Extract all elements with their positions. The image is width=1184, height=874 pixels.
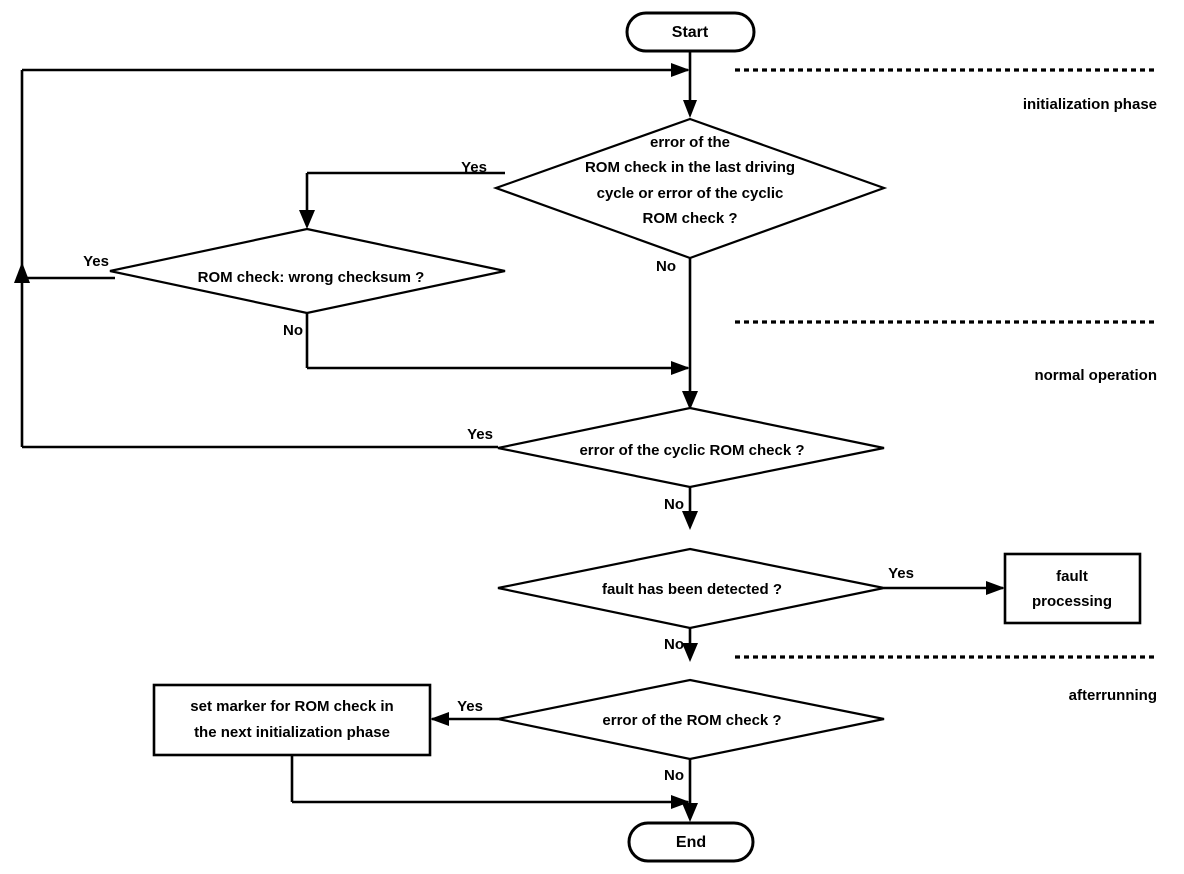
decision-4-yes-label: Yes — [888, 565, 914, 582]
decision-2-line-1: ROM check: wrong checksum ? — [198, 269, 425, 286]
arrowhead-feedback-into-spine — [671, 63, 690, 77]
decision-2-no-label: No — [283, 322, 303, 339]
arrowhead-d2-yes-merge — [14, 262, 30, 283]
phase-label-normal-operation: normal operation — [1034, 367, 1157, 384]
arrowhead-spine-to-d3 — [682, 391, 698, 410]
arrowhead-d3-no-to-d4 — [682, 511, 698, 530]
decision-1-yes-label: Yes — [461, 159, 487, 176]
decision-1-line-2: ROM check in the last driving — [585, 159, 795, 176]
decision-1-diamond — [492, 117, 888, 260]
process-set-marker[interactable]: set marker for ROM check in the next ini… — [152, 683, 432, 757]
decision-1-line-4: ROM check ? — [642, 210, 737, 227]
decision-2-yes-label: Yes — [83, 253, 109, 270]
arrowhead-start-to-d1 — [683, 100, 697, 118]
decision-3-diamond — [497, 406, 885, 489]
decision-5-no-label: No — [664, 767, 684, 784]
fault-processing-line-1: fault — [1056, 568, 1088, 585]
arrowhead-d4-yes-to-fault-box — [986, 581, 1005, 595]
set-marker-line-1: set marker for ROM check in — [190, 698, 393, 715]
decision-2-diamond — [109, 227, 506, 315]
start-terminal-label: Start — [672, 24, 709, 41]
decision-fault-has-been-detected[interactable]: fault has been detected ? — [497, 547, 885, 630]
process-fault-processing[interactable]: fault processing — [1003, 552, 1142, 625]
start-terminal[interactable]: Start — [625, 11, 756, 53]
set-marker-box — [152, 683, 432, 757]
decision-1-no-label: No — [656, 258, 676, 275]
decision-5-line-1: error of the ROM check ? — [602, 712, 781, 729]
decision-1-line-1: error of the — [650, 134, 730, 151]
decision-5-diamond — [497, 678, 885, 761]
arrowhead-d2-no-into-spine — [671, 361, 690, 375]
end-terminal-shape — [627, 821, 755, 863]
decision-rom-check-wrong-checksum[interactable]: ROM check: wrong checksum ? — [109, 227, 506, 315]
decision-error-of-rom-check[interactable]: error of the ROM check ? — [497, 678, 885, 761]
fault-processing-line-2: processing — [1032, 593, 1112, 610]
arrowhead-marker-into-end-spine — [671, 795, 690, 809]
arrowhead-d5-yes-to-marker-box — [430, 712, 449, 726]
phase-label-afterrunning: afterrunning — [1069, 687, 1157, 704]
arrowhead-d1-yes-to-d2 — [299, 210, 315, 229]
end-terminal[interactable]: End — [627, 821, 755, 863]
decision-3-line-1: error of the cyclic ROM check ? — [579, 442, 804, 459]
start-terminal-shape — [625, 11, 756, 53]
connector-group — [14, 50, 1005, 822]
set-marker-line-2: the next initialization phase — [194, 724, 390, 741]
decision-4-diamond — [497, 547, 885, 630]
decision-4-no-label: No — [664, 636, 684, 653]
fault-processing-box — [1003, 552, 1142, 625]
decision-error-cyclic-rom-check[interactable]: error of the cyclic ROM check ? — [497, 406, 885, 489]
decision-3-yes-label: Yes — [467, 426, 493, 443]
end-terminal-label: End — [676, 834, 706, 851]
arrowhead-d4-no-to-d5 — [682, 643, 698, 662]
decision-4-line-1: fault has been detected ? — [602, 581, 782, 598]
decision-3-no-label: No — [664, 496, 684, 513]
decision-1-line-3: cycle or error of the cyclic — [597, 185, 784, 202]
arrowhead-d5-no-to-end — [682, 803, 698, 822]
phase-label-initialization-phase: initialization phase — [1023, 96, 1157, 113]
decision-rom-check-last-driving-cycle[interactable]: error of the ROM check in the last drivi… — [492, 117, 888, 260]
phase-divider-group — [735, 68, 1157, 659]
decision-5-yes-label: Yes — [457, 698, 483, 715]
